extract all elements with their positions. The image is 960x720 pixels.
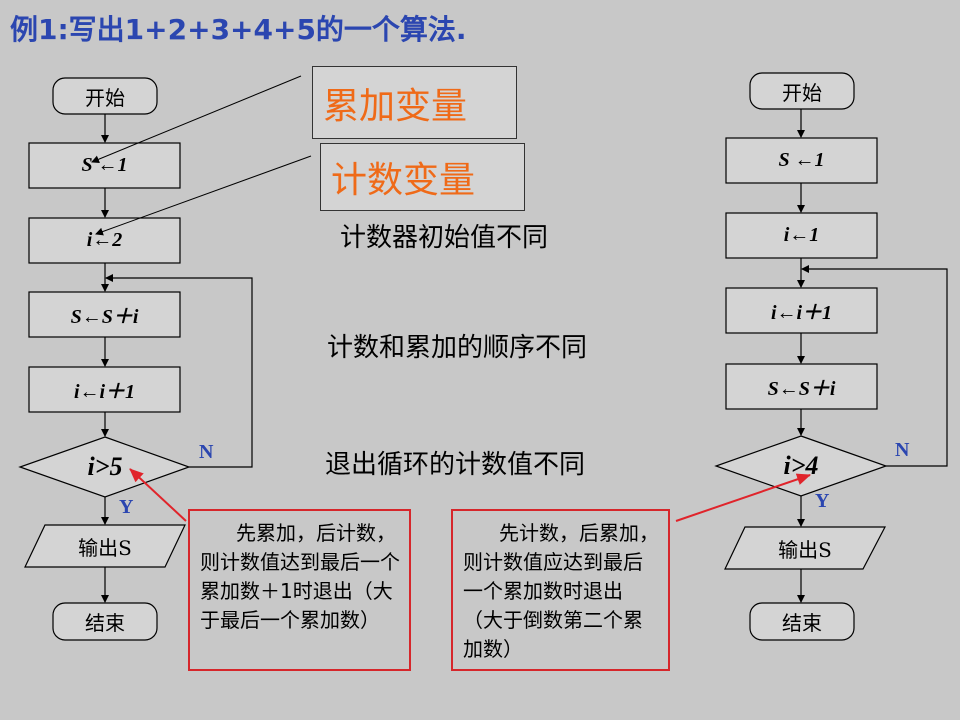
difference-exit-value: 退出循环的计数值不同 xyxy=(325,450,586,480)
right-output-label: 输出S xyxy=(778,537,832,562)
right-end-label: 结束 xyxy=(782,611,822,635)
left-s-init-label: S ←1 xyxy=(81,154,128,176)
left-accumulate-label: S←S＋i xyxy=(70,306,139,328)
right-s-init-label: S ←1 xyxy=(778,149,825,171)
left-no-label: N xyxy=(199,441,214,463)
accumulator-variable-callout: 累加变量 xyxy=(312,66,517,139)
right-yes-label: Y xyxy=(815,490,830,512)
right-s-init-box xyxy=(725,137,878,184)
right-accumulate-box xyxy=(725,363,878,410)
right-start-label: 开始 xyxy=(782,80,822,105)
left-increment-label: i←i＋1 xyxy=(73,381,136,403)
right-end-terminal xyxy=(749,602,855,641)
left-condition-label: i>5 xyxy=(87,452,123,481)
left-start-label: 开始 xyxy=(85,85,125,110)
difference-order: 计数和累加的顺序不同 xyxy=(327,333,588,363)
right-output-parallelogram xyxy=(724,526,886,570)
left-i-init-box xyxy=(28,217,181,264)
difference-initial-value: 计数器初始值不同 xyxy=(340,223,549,253)
left-end-terminal xyxy=(52,602,158,641)
right-accumulate-label: S←S＋i xyxy=(767,378,836,400)
right-i-init-label: i←1 xyxy=(783,224,820,246)
left-increment-box xyxy=(28,366,181,413)
right-increment-label: i←i＋1 xyxy=(770,302,833,324)
right-explanation-note: 先计数，后累加，则计数值应达到最后一个累加数时退出（大于倒数第二个累加数） xyxy=(451,509,670,671)
left-output-label: 输出S xyxy=(78,535,132,560)
right-increment-box xyxy=(725,287,878,334)
left-end-label: 结束 xyxy=(85,611,125,635)
left-output-parallelogram xyxy=(24,524,186,568)
right-start-terminal xyxy=(749,72,855,110)
left-i-init-label: i←2 xyxy=(86,229,123,251)
left-explanation-note: 先累加，后计数，则计数值达到最后一个累加数＋1时退出（大于最后一个累加数） xyxy=(188,509,411,671)
left-yes-label: Y xyxy=(119,496,134,518)
counter-variable-callout: 计数变量 xyxy=(320,143,525,211)
page-title: 例1:写出1+2+3+4+5的一个算法. xyxy=(10,13,467,46)
right-no-label: N xyxy=(895,439,910,461)
right-condition-label: i>4 xyxy=(783,451,819,480)
left-accumulate-box xyxy=(28,291,181,338)
